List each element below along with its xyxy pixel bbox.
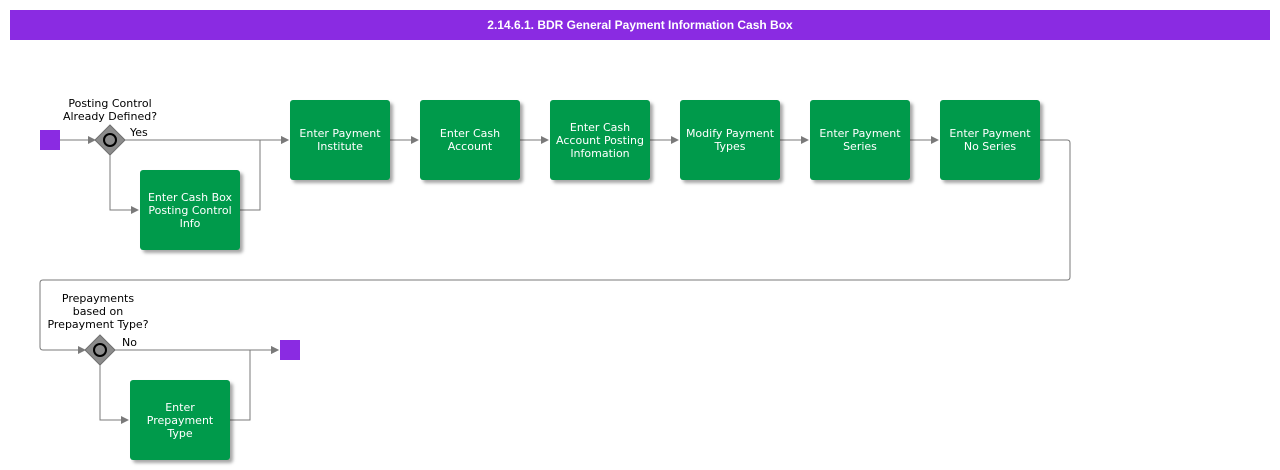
- connector-no-series-to-gateway2: [39, 139, 1071, 354]
- page-title: 2.14.6.1. BDR General Payment Informatio…: [10, 10, 1270, 40]
- connector-gateway2-to-prepayment-type: [99, 365, 129, 424]
- prepayments-question: Prepayments based on Prepayment Type?: [47, 292, 149, 331]
- gateway-circle-icon: [93, 343, 107, 357]
- task-enter-prepayment-type[interactable]: Enter Prepayment Type: [130, 380, 230, 460]
- task-enter-payment-no-series[interactable]: Enter Payment No Series: [940, 100, 1040, 180]
- task-modify-payment-types[interactable]: Modify Payment Types: [680, 100, 780, 180]
- connector-cash-box-posting-merge: [240, 136, 289, 211]
- prepayments-gateway: [84, 334, 116, 366]
- posting-control-question: Posting Control Already Defined?: [62, 97, 158, 123]
- yes-branch-label: Yes: [130, 126, 148, 139]
- gateway-circle-icon: [103, 133, 117, 147]
- posting-control-gateway: [94, 124, 126, 156]
- connector-prepayment-type-merge: [230, 346, 279, 421]
- task-enter-payment-institute[interactable]: Enter Payment Institute: [290, 100, 390, 180]
- connector-gateway1-to-cash-box-posting: [109, 155, 139, 214]
- start-event: [40, 130, 60, 150]
- task-enter-cash-account-posting-infomation[interactable]: Enter Cash Account Posting Infomation: [550, 100, 650, 180]
- no-branch-label: No: [122, 336, 137, 349]
- task-enter-cash-account[interactable]: Enter Cash Account: [420, 100, 520, 180]
- end-event: [280, 340, 300, 360]
- task-enter-cash-box-posting-control-info[interactable]: Enter Cash Box Posting Control Info: [140, 170, 240, 250]
- task-enter-payment-series[interactable]: Enter Payment Series: [810, 100, 910, 180]
